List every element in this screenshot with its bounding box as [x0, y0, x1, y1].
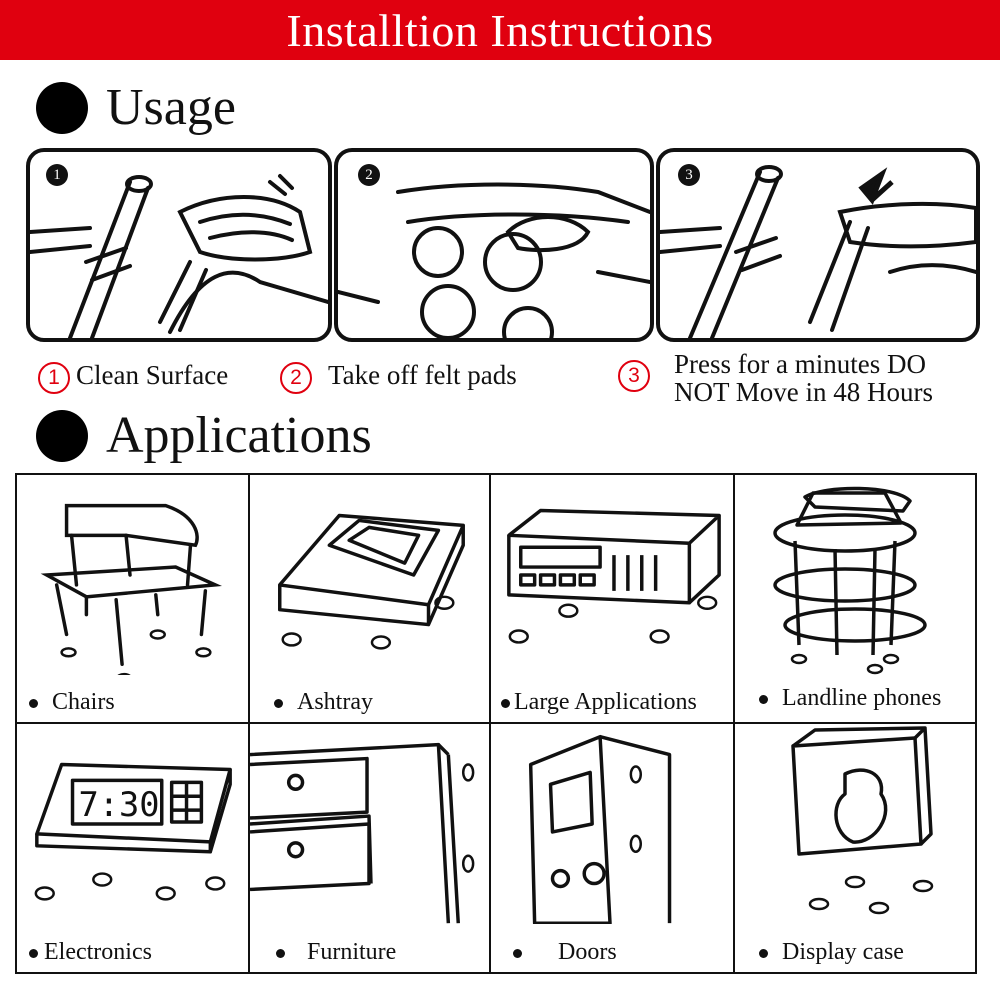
step-2-caption: 2 Take off felt pads — [280, 360, 517, 394]
bullet-dot-icon — [274, 698, 283, 708]
cabinet-illustration — [250, 742, 475, 924]
bullet-dot-icon — [501, 698, 510, 708]
bullet-dot-icon — [36, 409, 88, 462]
circled-number-icon: 2 — [280, 362, 312, 394]
usage-panel-press: 3 — [656, 148, 980, 342]
arrow-down-icon — [858, 167, 894, 205]
bullet-dot-icon — [759, 948, 768, 958]
application-label: Landline phones — [759, 685, 941, 712]
application-label: Electronics — [29, 939, 152, 966]
bullet-dot-icon — [29, 698, 38, 708]
press-pad-illustration — [660, 165, 976, 338]
applications-grid: Chairs Ashtray — [15, 473, 977, 974]
bullet-dot-icon — [29, 948, 38, 958]
step-3-number: 3 — [678, 164, 700, 186]
application-ashtray: Ashtray — [250, 475, 491, 724]
application-doors: Doors — [491, 724, 735, 972]
step-1-number: 1 — [46, 164, 68, 186]
usage-panel-take-off: 2 — [334, 148, 654, 342]
application-display-case: Display case — [735, 724, 975, 972]
application-label: Ashtray — [274, 689, 373, 716]
application-landline-phones: Landline phones — [735, 475, 975, 724]
circled-number-icon: 3 — [618, 360, 650, 392]
bullet-dot-icon — [759, 694, 768, 704]
application-label: Doors — [513, 939, 617, 966]
clean-surface-illustration — [30, 174, 328, 338]
take-off-pads-illustration — [338, 182, 650, 338]
page-title: Installtion Instructions — [286, 4, 714, 56]
chair-illustration — [40, 503, 223, 675]
title-banner: Installtion Instructions — [0, 0, 1000, 60]
usage-panel-clean: 1 — [26, 148, 332, 342]
bullet-dot-icon — [276, 948, 285, 958]
phone-table-illustration — [773, 486, 927, 675]
display-case-illustration — [791, 726, 934, 915]
step-2-number: 2 — [358, 164, 380, 186]
step-1-caption: 1 Clean Surface — [38, 360, 228, 394]
application-label: Furniture — [276, 939, 396, 966]
clock-display: 7:30 — [78, 785, 159, 824]
application-furniture: Furniture — [250, 724, 491, 972]
usage-heading: Usage — [36, 78, 236, 137]
ashtray-illustration — [278, 513, 465, 650]
application-label: Large Applications — [501, 689, 697, 716]
alarm-clock-illustration: 7:30 — [34, 762, 232, 901]
amplifier-illustration — [507, 508, 721, 644]
bullet-dot-icon — [513, 948, 522, 958]
circled-number-icon: 1 — [38, 362, 70, 394]
application-chairs: Chairs — [17, 475, 250, 724]
application-label: Chairs — [29, 689, 115, 716]
application-electronics: 7:30 Electronics — [17, 724, 250, 972]
step-3-caption: 3 Press for a minutes DO NOT Move in 48 … — [618, 350, 933, 406]
application-large-applications: Large Applications — [491, 475, 735, 724]
bullet-dot-icon — [36, 81, 88, 134]
application-label: Display case — [759, 939, 904, 966]
applications-heading: Applications — [36, 406, 372, 465]
safe-door-illustration — [528, 734, 672, 924]
